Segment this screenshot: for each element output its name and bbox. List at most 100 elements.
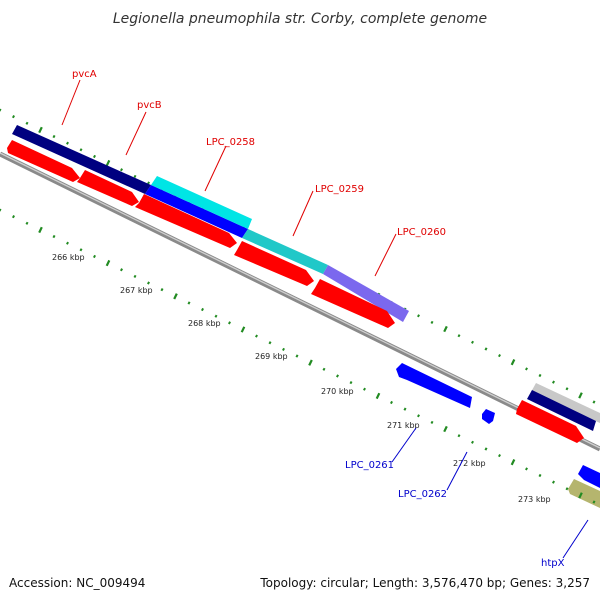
outer-tick-mark — [565, 387, 569, 391]
inner-tick-mark — [79, 248, 83, 252]
htpX-label[interactable]: htpX — [541, 558, 565, 569]
htpX-leader-line — [562, 519, 589, 559]
inner-tick-mark — [0, 208, 2, 212]
LPC_0259-label[interactable]: LPC_0259 — [315, 184, 364, 195]
inner-tick-mark — [349, 381, 353, 385]
navy-band — [527, 390, 596, 431]
inner-tick-mark — [510, 459, 516, 466]
inner-tick-mark — [498, 454, 501, 458]
outer-tick-mark — [66, 141, 69, 145]
forward-cds-arrows — [7, 140, 395, 328]
LPC_0258-band[interactable] — [151, 176, 252, 229]
LPC_0262-label[interactable]: LPC_0262 — [398, 489, 447, 500]
pvcA-cds-arrow[interactable] — [7, 140, 80, 182]
inner-tick-mark — [552, 480, 555, 484]
LPC_0259-cds-arrow[interactable] — [234, 241, 314, 286]
inner-tick-mark — [538, 473, 542, 478]
inner-tick-mark — [457, 434, 461, 438]
pvcA-leader-line — [61, 79, 81, 126]
outer-tick-mark — [471, 340, 474, 344]
LPC_0262-cds-arrow[interactable] — [482, 409, 495, 424]
outer-tick-mark — [93, 154, 96, 159]
tick-label-271: 271 kbp — [387, 421, 420, 430]
tick-label-268: 268 kbp — [188, 319, 221, 328]
inner-tick-mark — [187, 301, 191, 305]
pvcA-label[interactable]: pvcA — [72, 69, 97, 80]
inner-tick-mark — [471, 440, 474, 444]
LPC_0260-band[interactable] — [323, 265, 409, 322]
accession-text: Accession: NC_009494 — [9, 576, 145, 590]
reverse-cds-arrows — [396, 363, 600, 508]
inner-tick-mark — [322, 367, 326, 371]
tick-label-273: 273 kbp — [518, 495, 551, 504]
olive-feature — [568, 479, 600, 508]
outer-tick-mark — [417, 314, 420, 318]
inner-tick-mark — [592, 500, 596, 504]
forward-gene-labels: pvcA pvcB LPC_0258 LPC_0259 LPC_0260 — [61, 69, 446, 277]
tick-label-270: 270 kbp — [321, 387, 354, 396]
outer-tick-mark — [133, 174, 137, 178]
outer-tick-mark — [105, 159, 111, 167]
pvcA-band[interactable] — [12, 125, 151, 194]
pvcB-cds-arrow[interactable] — [77, 170, 139, 206]
outer-tick-mark — [592, 400, 596, 404]
LPC_0261-label[interactable]: LPC_0261 — [345, 460, 394, 471]
pvcB-label[interactable]: pvcB — [137, 100, 162, 111]
inner-tick-mark — [120, 268, 123, 272]
outer-tick-mark — [525, 367, 528, 371]
LPC_0259-band[interactable] — [242, 229, 328, 274]
LPC_0260-leader-line — [374, 233, 397, 277]
genome-summary-text: Topology: circular; Length: 3,576,470 bp… — [259, 576, 590, 590]
inner-tick-mark — [66, 241, 69, 245]
inner-tick-mark — [105, 259, 111, 267]
outer-tick-mark — [443, 325, 448, 333]
genome-backbone — [0, 151, 600, 452]
outer-tick-mark — [430, 320, 434, 324]
inner-tick-mark — [417, 414, 420, 418]
outer-tick-mark — [79, 148, 83, 152]
outer-tick-mark — [38, 126, 43, 134]
inner-tick-mark — [228, 321, 231, 325]
inner-tick-mark — [25, 221, 29, 225]
tick-label-272: 272 kbp — [453, 459, 486, 468]
inner-tick-mark — [38, 226, 43, 234]
inner-tick-mark — [214, 314, 218, 318]
inner-tick-mark — [52, 234, 56, 239]
inner-tick-mark — [484, 447, 488, 451]
LPC_0261-leader-line — [391, 427, 417, 463]
genome-title: Legionella pneumophila str. Corby, compl… — [113, 11, 487, 27]
tick-label-267: 267 kbp — [120, 286, 153, 295]
LPC_0260-label[interactable]: LPC_0260 — [397, 227, 446, 238]
LPC_0258-cds-arrow[interactable] — [135, 194, 237, 248]
inner-tick-mark — [578, 492, 583, 499]
LPC_0261-cds-arrow[interactable] — [396, 363, 472, 408]
forward-strand-bands — [12, 125, 409, 322]
inner-tick-ring — [0, 208, 596, 504]
right-edge-cds-arrow[interactable] — [516, 400, 584, 443]
outer-tick-mark — [484, 347, 488, 351]
LPC_0260-cds-arrow[interactable] — [311, 279, 395, 328]
outer-tick-mark — [25, 121, 29, 125]
outer-tick-mark — [498, 354, 501, 358]
inner-tick-mark — [268, 341, 272, 345]
LPC_0259-leader-line — [292, 190, 314, 237]
reverse-gene-labels: LPC_0261 LPC_0262 htpX — [345, 427, 589, 569]
inner-tick-mark — [93, 254, 96, 259]
inner-tick-mark — [565, 487, 569, 491]
pvcB-band[interactable] — [145, 185, 248, 238]
inner-tick-mark — [363, 387, 366, 391]
inner-tick-mark — [160, 288, 164, 292]
inner-tick-mark — [443, 425, 448, 433]
grey-band — [531, 383, 600, 423]
inner-tick-mark — [336, 374, 339, 378]
htpX-cds-arrow[interactable] — [578, 465, 600, 488]
inner-tick-mark — [12, 215, 15, 219]
inner-tick-mark — [240, 326, 246, 333]
outer-tick-mark — [0, 108, 2, 112]
pvcB-leader-line — [125, 111, 147, 156]
LPC_0258-leader-line — [204, 145, 227, 192]
outer-tick-mark — [538, 373, 542, 378]
LPC_0258-label[interactable]: LPC_0258 — [206, 137, 255, 148]
inner-tick-mark — [403, 407, 407, 411]
